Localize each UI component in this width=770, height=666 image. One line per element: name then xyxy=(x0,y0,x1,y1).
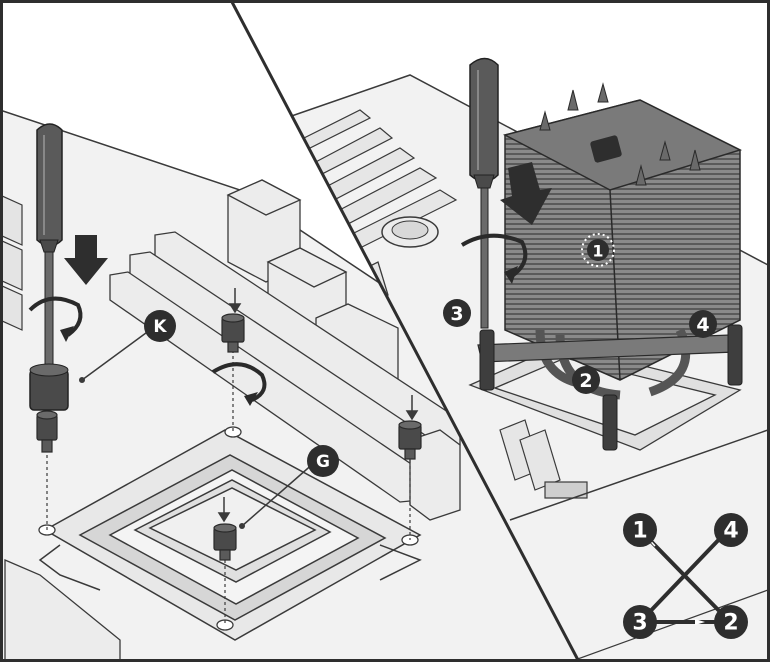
socket-mounting-holes xyxy=(38,426,419,631)
leader-line-k xyxy=(81,329,151,381)
order-badge-1: 1 xyxy=(623,513,657,547)
panel-divider xyxy=(230,1,580,661)
callout-step-1-label: 1 xyxy=(592,242,603,261)
callout-step-2: 2 xyxy=(572,366,600,394)
order-badge-3: 3 xyxy=(623,605,657,639)
turn-arrow-icon-right xyxy=(460,233,528,284)
board-connectors xyxy=(499,419,588,499)
callout-step-3-label: 3 xyxy=(450,303,463,325)
cmos-battery xyxy=(381,216,439,248)
down-arrow-icons xyxy=(217,288,419,523)
callout-step-3: 3 xyxy=(443,299,471,327)
standoffs xyxy=(36,313,422,561)
pcie-slots-left xyxy=(2,194,23,331)
callout-k: K xyxy=(144,310,176,342)
order-badge-2-label: 2 xyxy=(723,611,738,636)
screwdriver-right xyxy=(469,57,499,329)
callout-step-4-label: 4 xyxy=(696,314,709,336)
callout-step-1: 1 xyxy=(587,239,609,261)
standoff-4 xyxy=(213,523,237,561)
order-badge-3-label: 3 xyxy=(632,611,647,636)
tightening-order-diagram: 1 4 3 2 xyxy=(623,513,748,639)
left-panel-socket-view xyxy=(2,108,578,660)
rotate-arrow-icon xyxy=(211,362,267,406)
standoff-2 xyxy=(221,313,245,353)
push-down-arrow-icon xyxy=(64,235,108,285)
screwdriver-left xyxy=(29,123,69,411)
step1-marker-ring xyxy=(581,233,615,267)
standoff-1 xyxy=(36,410,58,453)
order-badge-4-label: 4 xyxy=(723,519,738,544)
cooler-logo xyxy=(590,135,622,163)
order-badge-4: 4 xyxy=(714,513,748,547)
standoff-3 xyxy=(398,420,422,460)
cooler-screws xyxy=(479,324,743,451)
leader-line-g xyxy=(241,461,316,527)
callout-g: G xyxy=(307,445,339,477)
push-down-arrow-icon-right xyxy=(500,162,552,225)
order-badge-2: 2 xyxy=(714,605,748,639)
heatpipe-tips xyxy=(539,82,701,186)
order-badge-1-label: 1 xyxy=(632,519,647,544)
callout-step-4: 4 xyxy=(689,310,717,338)
callout-step-2-label: 2 xyxy=(579,370,592,392)
callout-k-label: K xyxy=(153,317,167,337)
callout-g-label: G xyxy=(316,452,330,472)
turn-arrow-icon xyxy=(28,296,83,342)
heatsink-fins xyxy=(502,99,743,381)
